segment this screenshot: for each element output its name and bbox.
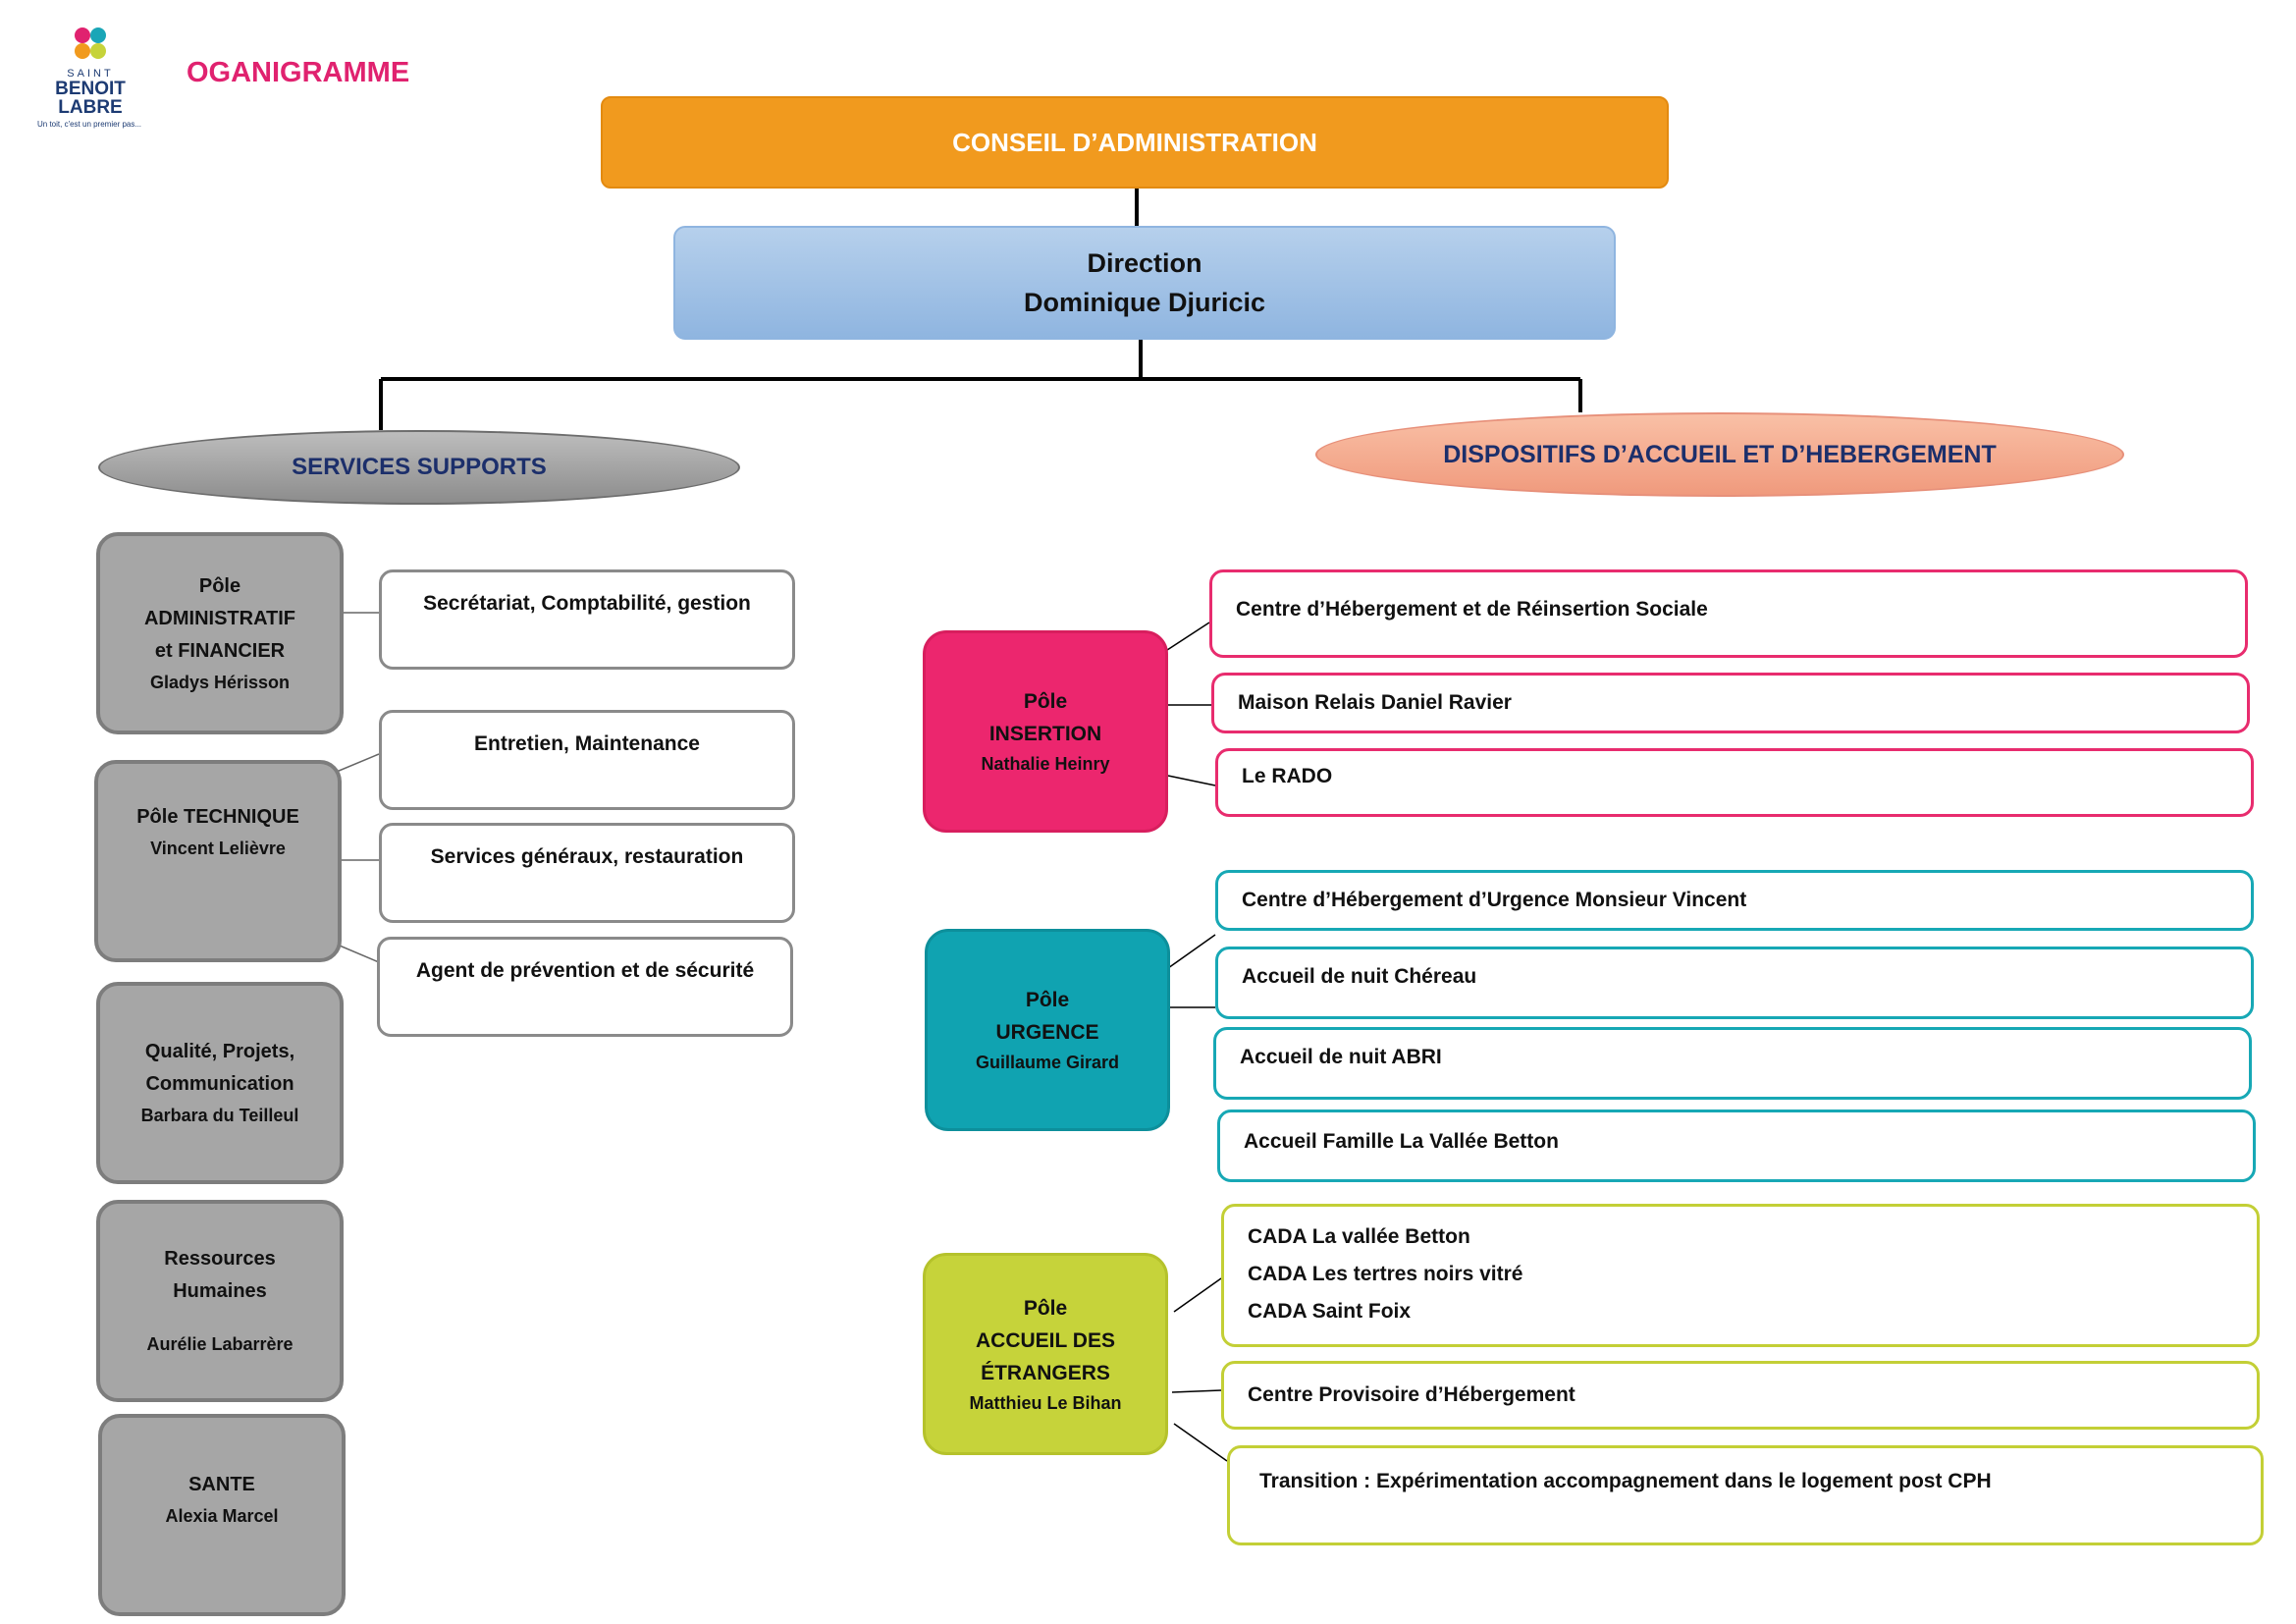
direction-title: Direction: [1087, 248, 1202, 278]
pole-qualite-line2: Communication: [145, 1073, 294, 1095]
cada-item: CADA Saint Foix: [1248, 1300, 1412, 1323]
pole-etrangers-line1: Pôle: [1023, 1296, 1068, 1320]
pole-etrangers: Pôle ACCUEIL DES ÉTRANGERS Matthieu Le B…: [923, 1253, 1168, 1455]
service-generaux: Services généraux, restauration: [379, 823, 795, 923]
insertion-item: Maison Relais Daniel Ravier: [1211, 673, 2250, 733]
logo-word-benoit: BENOIT: [55, 79, 126, 99]
services-supports-label: SERVICES SUPPORTS: [292, 454, 547, 480]
pole-insertion-person: Nathalie Heinry: [981, 754, 1110, 774]
logo: SAINT BENOIT LABRE Un toit, c'est un pre…: [37, 24, 155, 132]
pole-rh-line1: Ressources: [164, 1248, 276, 1270]
pole-qualite: Qualité, Projets, Communication Barbara …: [96, 982, 344, 1184]
conseil-box: CONSEIL D’ADMINISTRATION: [601, 96, 1669, 189]
service-entretien-label: Entretien, Maintenance: [474, 732, 700, 755]
pole-rh-line2: Humaines: [173, 1280, 267, 1302]
logo-word-labre: LABRE: [58, 97, 123, 118]
urgence-item-label: Accueil Famille La Vallée Betton: [1244, 1130, 1559, 1153]
pole-rh: Ressources Humaines Aurélie Labarrère: [96, 1200, 344, 1402]
pole-insertion-line1: Pôle: [1023, 690, 1068, 713]
pole-urgence-line2: URGENCE: [995, 1021, 1099, 1044]
insertion-item: Centre d’Hébergement et de Réinsertion S…: [1209, 569, 2248, 658]
pole-etrangers-line3: ÉTRANGERS: [981, 1361, 1110, 1384]
urgence-item: Accueil Famille La Vallée Betton: [1217, 1110, 2256, 1182]
pole-etrangers-person: Matthieu Le Bihan: [969, 1392, 1122, 1413]
pole-sante: SANTE Alexia Marcel: [98, 1414, 346, 1616]
insertion-item-label: Le RADO: [1242, 765, 1333, 787]
pole-urgence-person: Guillaume Girard: [975, 1053, 1120, 1072]
pole-administratif: Pôle ADMINISTRATIF et FINANCIER Gladys H…: [96, 532, 344, 734]
pole-admin-person: Gladys Hérisson: [149, 672, 291, 692]
conseil-label: CONSEIL D’ADMINISTRATION: [952, 127, 1317, 157]
urgence-item: Accueil de nuit Chéreau: [1215, 947, 2254, 1019]
pole-admin-line2: ADMINISTRATIF: [143, 607, 296, 629]
urgence-item-label: Centre d’Hébergement d’Urgence Monsieur …: [1242, 889, 1747, 911]
urgence-item: Accueil de nuit ABRI: [1213, 1027, 2252, 1100]
pole-etrangers-line2: ACCUEIL DES: [976, 1328, 1115, 1352]
pole-urgence: Pôle URGENCE Guillaume Girard: [925, 929, 1170, 1131]
urgence-item: Centre d’Hébergement d’Urgence Monsieur …: [1215, 870, 2254, 931]
urgence-item-label: Accueil de nuit Chéreau: [1242, 965, 1477, 988]
service-generaux-label: Services généraux, restauration: [430, 845, 744, 868]
cada-box: CADA La vallée Betton CADA Les tertres n…: [1221, 1204, 2260, 1347]
pole-technique-person: Vincent Lelièvre: [150, 839, 286, 858]
pole-rh-person: Aurélie Labarrère: [146, 1334, 294, 1354]
pole-sante-person: Alexia Marcel: [165, 1506, 279, 1526]
service-secretariat: Secrétariat, Comptabilité, gestion: [379, 569, 795, 670]
etrangers-item-label: Centre Provisoire d’Hébergement: [1248, 1383, 1575, 1406]
pole-qualite-person: Barbara du Teilleul: [140, 1106, 299, 1125]
pole-insertion-line2: INSERTION: [988, 723, 1102, 745]
logo-cross-icon: [75, 27, 106, 59]
pole-insertion: Pôle INSERTION Nathalie Heinry: [923, 630, 1168, 833]
etrangers-item: Transition : Expérimentation accompagnem…: [1227, 1445, 2264, 1545]
pole-technique-line1: Pôle TECHNIQUE: [136, 806, 299, 828]
service-prevention-label: Agent de prévention et de sécurité: [415, 959, 755, 982]
service-entretien: Entretien, Maintenance: [379, 710, 795, 810]
cada-item: CADA Les tertres noirs vitré: [1248, 1263, 1523, 1285]
logo-tagline: Un toit, c'est un premier pas...: [37, 120, 142, 129]
services-supports-ellipse: SERVICES SUPPORTS: [98, 430, 740, 505]
pole-technique: Pôle TECHNIQUE Vincent Lelièvre: [94, 760, 342, 962]
insertion-item: Le RADO: [1215, 748, 2254, 817]
dispositifs-label: DISPOSITIFS D’ACCUEIL ET D’HEBERGEMENT: [1443, 440, 1997, 468]
pole-sante-line1: SANTE: [188, 1474, 255, 1495]
pole-admin-line3: et FINANCIER: [154, 639, 286, 662]
logo-word-saint: SAINT: [67, 68, 114, 80]
service-prevention: Agent de prévention et de sécurité: [377, 937, 793, 1037]
etrangers-item: Centre Provisoire d’Hébergement: [1221, 1361, 2260, 1430]
direction-box: Direction Dominique Djuricic: [673, 226, 1616, 340]
direction-name: Dominique Djuricic: [1023, 288, 1266, 317]
insertion-item-label: Maison Relais Daniel Ravier: [1238, 691, 1512, 714]
pole-qualite-line1: Qualité, Projets,: [144, 1041, 295, 1062]
service-secretariat-label: Secrétariat, Comptabilité, gestion: [423, 592, 751, 615]
pole-urgence-line1: Pôle: [1025, 989, 1070, 1011]
etrangers-item-label: Transition : Expérimentation accompagnem…: [1259, 1470, 1992, 1492]
dispositifs-ellipse: DISPOSITIFS D’ACCUEIL ET D’HEBERGEMENT: [1315, 412, 2124, 497]
urgence-item-label: Accueil de nuit ABRI: [1240, 1046, 1442, 1068]
cada-item: CADA La vallée Betton: [1248, 1225, 1470, 1248]
pole-admin-line1: Pôle: [198, 574, 241, 597]
page-title: OGANIGRAMME: [187, 57, 410, 88]
insertion-item-label: Centre d’Hébergement et de Réinsertion S…: [1236, 598, 1708, 621]
